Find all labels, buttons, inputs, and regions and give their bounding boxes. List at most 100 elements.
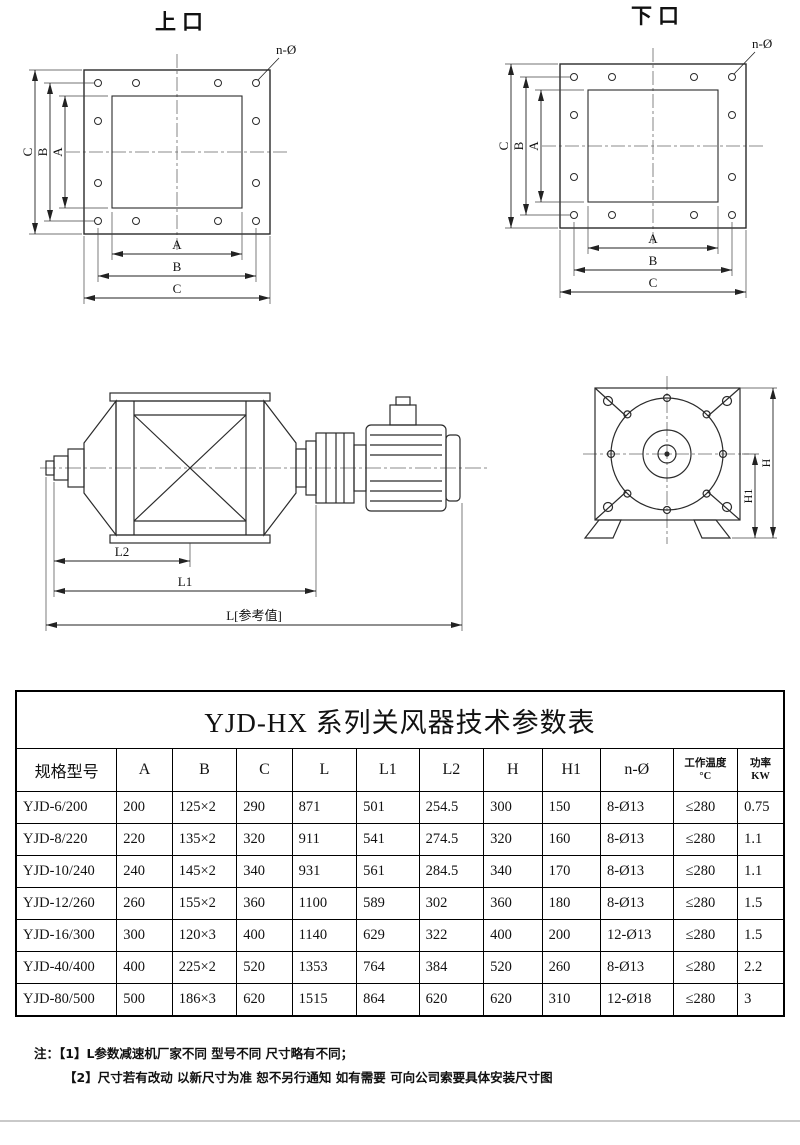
model-cell: YJD-80/500	[15, 983, 118, 1017]
machine-outline	[45, 392, 461, 544]
bolt-callout: n-Ø	[733, 36, 772, 75]
col-header-l1: L1	[356, 748, 420, 792]
cell: 125×2	[171, 791, 238, 824]
cell: 284.5	[418, 855, 485, 888]
dim-c-label: C	[173, 281, 182, 296]
cell: 225×2	[171, 951, 238, 984]
housing-outline	[583, 387, 741, 539]
cell: 1140	[291, 919, 358, 952]
cell: ≤280	[672, 983, 739, 1017]
model-cell: YJD-16/300	[15, 919, 118, 952]
model-cell: YJD-40/400	[15, 951, 118, 984]
cell: 620	[418, 983, 485, 1017]
dim-b-label: B	[649, 253, 658, 268]
col-header-h: H	[483, 748, 543, 792]
parameters-table: YJD-HX 系列关风器技术参数表 规格型号 A B C L L1 L2 H H…	[15, 690, 785, 1017]
dimension-lines	[46, 558, 462, 628]
table-title-row: YJD-HX 系列关风器技术参数表	[15, 690, 785, 749]
col-header-temp: 工作温度°C	[672, 748, 739, 792]
dim-h-label: H	[759, 458, 773, 467]
cell: ≤280	[672, 823, 739, 856]
cell: 310	[541, 983, 602, 1017]
cell: 170	[541, 855, 602, 888]
dim-a-vertical-label: A	[50, 147, 65, 157]
cell: 186×3	[171, 983, 238, 1017]
cell: 300	[116, 919, 173, 952]
cell: 135×2	[171, 823, 238, 856]
cell: 931	[291, 855, 358, 888]
cell: 3	[737, 983, 785, 1017]
dim-a-label: A	[172, 237, 182, 252]
cell: 200	[116, 791, 173, 824]
dim-b-vertical-label: B	[511, 141, 526, 150]
cell: 1515	[291, 983, 358, 1017]
bolt-holes	[570, 73, 736, 219]
col-header-c: C	[236, 748, 293, 792]
cell: 1100	[291, 887, 358, 920]
note-line-2: 【2】尺寸若有改动 以新尺寸为准 恕不另行通知 如有需要 可向公司索要具体安装尺…	[64, 1066, 553, 1090]
cell: 1353	[291, 951, 358, 984]
dim-b-vertical-label: B	[35, 147, 50, 156]
cell: 589	[356, 887, 420, 920]
cell: 871	[291, 791, 358, 824]
cell: 561	[356, 855, 420, 888]
top-port-title: 上口	[155, 10, 209, 34]
cell: 12-Ø13	[600, 919, 674, 952]
note-text-2: 【2】尺寸若有改动 以新尺寸为准 恕不另行通知 如有需要 可向公司索要具体安装尺…	[64, 1069, 553, 1085]
end-view-svg: H1 H	[583, 376, 777, 544]
top-port-flange-svg: A B C A B C n-Ø	[22, 42, 296, 304]
cell: 12-Ø18	[600, 983, 674, 1017]
dim-l2-label: L2	[115, 544, 129, 559]
cell: 501	[356, 791, 420, 824]
cell: 260	[116, 887, 173, 920]
cell: 340	[483, 855, 543, 888]
dim-c-vertical-label: C	[22, 148, 35, 157]
center-lines	[66, 54, 288, 250]
cell: 864	[356, 983, 420, 1017]
cell: 8-Ø13	[600, 951, 674, 984]
dim-l1-label: L1	[178, 574, 192, 589]
col-header-h1: H1	[541, 748, 602, 792]
cell: 1.5	[737, 919, 785, 952]
cell: 300	[483, 791, 543, 824]
cell: 400	[236, 919, 293, 952]
table-title: YJD-HX 系列关风器技术参数表	[15, 690, 785, 749]
cell: 322	[418, 919, 485, 952]
model-cell: YJD-6/200	[15, 791, 118, 824]
temp-header-line1: 工作温度	[684, 757, 727, 769]
cell: 500	[116, 983, 173, 1017]
note-text-1: 【1】L参数减速机厂家不同 型号不同 尺寸略有不同；	[59, 1046, 354, 1061]
col-header-l2: L2	[418, 748, 485, 792]
cell: 8-Ø13	[600, 855, 674, 888]
cell: 764	[356, 951, 420, 984]
cell: 302	[418, 887, 485, 920]
cell: 8-Ø13	[600, 823, 674, 856]
dimension-labels: H1 H	[741, 458, 773, 503]
cell: 0.75	[737, 791, 785, 824]
cell: 360	[483, 887, 543, 920]
cell: ≤280	[672, 855, 739, 888]
cell: 8-Ø13	[600, 791, 674, 824]
bolt-callout-label: n-Ø	[276, 42, 296, 57]
dim-a-label: A	[648, 231, 658, 246]
cell: 629	[356, 919, 420, 952]
dim-c-label: C	[649, 275, 658, 290]
dimension-lines	[508, 64, 746, 295]
model-cell: YJD-8/220	[15, 823, 118, 856]
dim-b-label: B	[173, 259, 182, 274]
cell: ≤280	[672, 919, 739, 952]
cell: 290	[236, 791, 293, 824]
center-lines	[542, 48, 764, 244]
cell: 320	[483, 823, 543, 856]
cell: 620	[236, 983, 293, 1017]
end-view-drawing: H1 H	[575, 372, 790, 572]
extension-lines	[29, 69, 271, 304]
col-header-b: B	[171, 748, 238, 792]
cell: 274.5	[418, 823, 485, 856]
side-view-drawing: L2 L1 L[参考值]	[38, 375, 508, 641]
